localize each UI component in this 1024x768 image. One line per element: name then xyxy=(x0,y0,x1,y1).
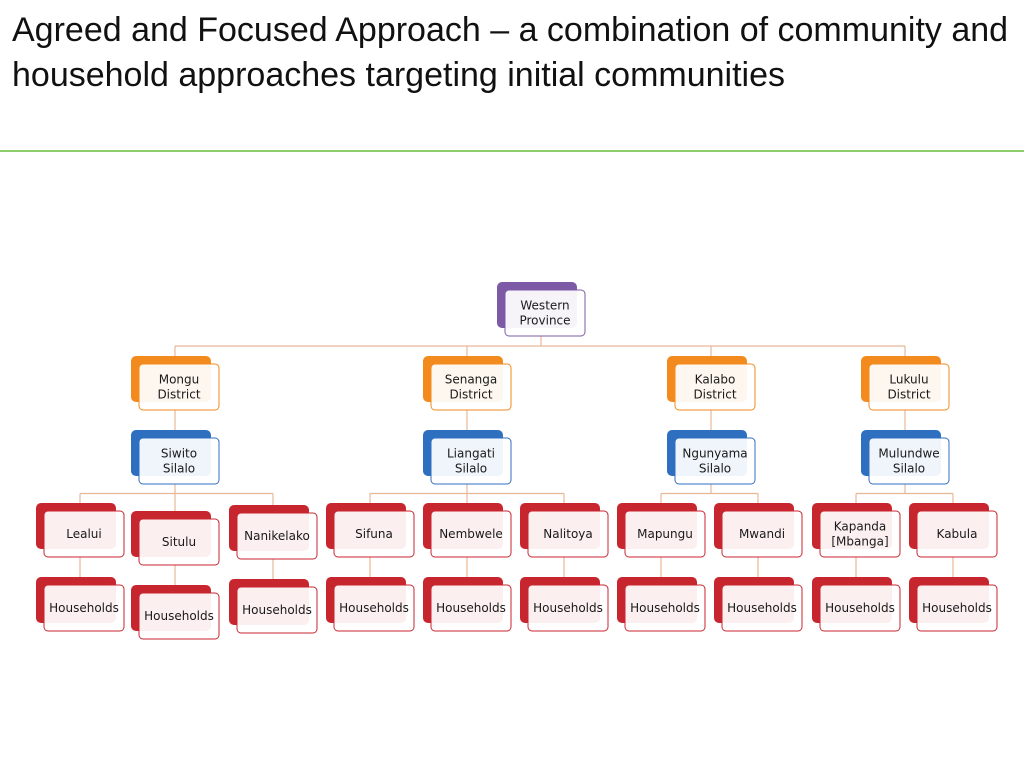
node-households-kabula: Households xyxy=(909,577,998,632)
node-households-sifuna-card xyxy=(333,584,415,632)
node-mapungu: Mapungu xyxy=(617,503,706,558)
node-households-nalitoya: Households xyxy=(520,577,609,632)
node-kapanda-mbanga-card xyxy=(819,510,901,558)
node-senanga-district-card xyxy=(430,363,512,411)
node-households-kabula-label: Households xyxy=(922,601,992,615)
node-households-mapungu-card xyxy=(624,584,706,632)
node-ngunyama-silalo-card xyxy=(674,437,756,485)
node-mapungu-label: Mapungu xyxy=(637,527,693,541)
node-households-mwandi-card xyxy=(721,584,803,632)
node-households-nanikelako-card xyxy=(236,586,318,634)
node-lukulu-district-card xyxy=(868,363,950,411)
node-nalitoya-card xyxy=(527,510,609,558)
node-nalitoya: Nalitoya xyxy=(520,503,609,558)
node-siwito-silalo-card xyxy=(138,437,220,485)
connector-layer xyxy=(79,336,954,585)
node-situlu-label: Situlu xyxy=(162,535,196,549)
node-nanikelako-card xyxy=(236,512,318,560)
node-households-kapanda-mbanga: Households xyxy=(812,577,901,632)
node-households-nanikelako-label: Households xyxy=(242,603,312,617)
node-kalabo-district-card xyxy=(674,363,756,411)
node-kabula: Kabula xyxy=(909,503,998,558)
node-lealui-label: Lealui xyxy=(66,527,101,541)
node-kapanda-mbanga: Kapanda[Mbanga] xyxy=(812,503,901,558)
node-sifuna-card xyxy=(333,510,415,558)
node-lealui: Lealui xyxy=(36,503,125,558)
node-households-nembwele-card xyxy=(430,584,512,632)
node-sifuna-label: Sifuna xyxy=(355,527,393,541)
node-western-province-card xyxy=(504,289,586,337)
node-households-situlu: Households xyxy=(131,585,220,640)
node-households-nalitoya-label: Households xyxy=(533,601,603,615)
node-liangati-silalo-card xyxy=(430,437,512,485)
node-mwandi-label: Mwandi xyxy=(739,527,785,541)
node-nembwele: Nembwele xyxy=(423,503,512,558)
node-situlu-card xyxy=(138,518,220,566)
node-households-nanikelako: Households xyxy=(229,579,318,634)
node-households-lealui: Households xyxy=(36,577,125,632)
node-households-kapanda-mbanga-card xyxy=(819,584,901,632)
node-mwandi: Mwandi xyxy=(714,503,803,558)
node-nanikelako: Nanikelako xyxy=(229,505,318,560)
node-households-situlu-label: Households xyxy=(144,609,214,623)
node-households-mapungu-label: Households xyxy=(630,601,700,615)
node-households-mapungu: Households xyxy=(617,577,706,632)
title-divider xyxy=(0,150,1024,152)
node-mongu-district-card xyxy=(138,363,220,411)
node-sifuna: Sifuna xyxy=(326,503,415,558)
node-kabula-label: Kabula xyxy=(937,527,978,541)
node-kabula-card xyxy=(916,510,998,558)
node-mulundwe-silalo-card xyxy=(868,437,950,485)
node-households-nalitoya-card xyxy=(527,584,609,632)
node-households-mwandi: Households xyxy=(714,577,803,632)
node-households-kabula-card xyxy=(916,584,998,632)
node-mwandi-card xyxy=(721,510,803,558)
slide-title: Agreed and Focused Approach – a combinat… xyxy=(12,11,1009,94)
node-households-lealui-label: Households xyxy=(49,601,119,615)
node-households-sifuna-label: Households xyxy=(339,601,409,615)
node-mapungu-card xyxy=(624,510,706,558)
node-households-situlu-card xyxy=(138,592,220,640)
node-nanikelako-label: Nanikelako xyxy=(244,529,310,543)
node-situlu: Situlu xyxy=(131,511,220,566)
node-households-mwandi-label: Households xyxy=(727,601,797,615)
node-nalitoya-label: Nalitoya xyxy=(543,527,593,541)
node-households-nembwele: Households xyxy=(423,577,512,632)
node-households-nembwele-label: Households xyxy=(436,601,506,615)
node-nembwele-label: Nembwele xyxy=(439,527,503,541)
node-households-sifuna: Households xyxy=(326,577,415,632)
node-households-kapanda-mbanga-label: Households xyxy=(825,601,895,615)
node-households-lealui-card xyxy=(43,584,125,632)
node-lealui-card xyxy=(43,510,125,558)
node-nembwele-card xyxy=(430,510,512,558)
node-kapanda-mbanga-label: Kapanda[Mbanga] xyxy=(831,520,888,549)
